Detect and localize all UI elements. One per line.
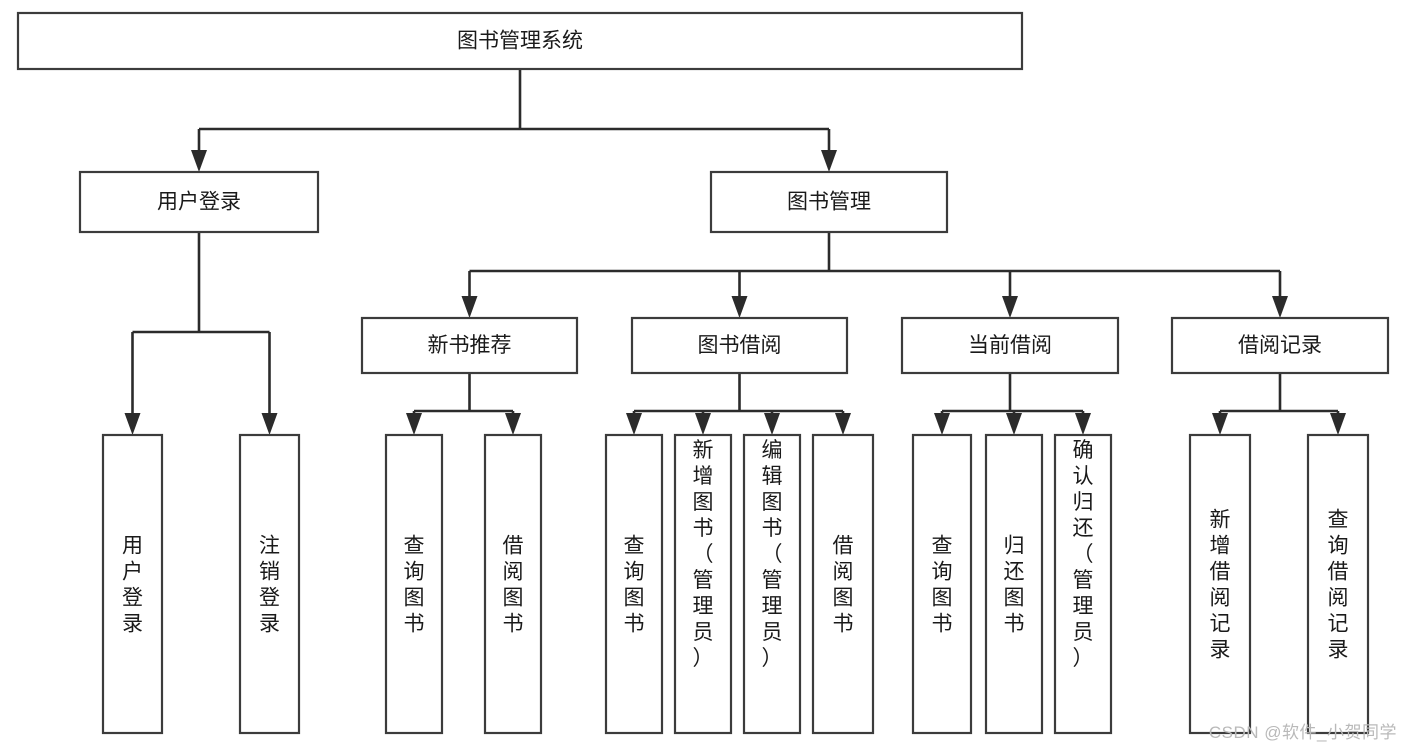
- csdn-watermark: CSDN @软件_小贺同学: [1208, 723, 1397, 742]
- node-level3-0-label: 新书推荐: [428, 334, 512, 357]
- branch-current-arrow-icon-0: [934, 413, 950, 435]
- node-leaf-1-label: 注销登录: [259, 534, 280, 635]
- node-leaf-4-label: 查询图书: [624, 534, 645, 635]
- branch-new-book-arrow-icon-0: [406, 413, 422, 435]
- node-leaf-6[interactable]: 编辑图书（管理员）: [742, 433, 802, 735]
- node-leaf-1[interactable]: 注销登录: [238, 433, 301, 735]
- node-leaf-12-box[interactable]: [1306, 433, 1370, 735]
- branch-root-arrow-icon-1: [821, 150, 837, 172]
- node-level3-1[interactable]: 图书借阅: [630, 316, 849, 375]
- node-leaf-12-label: 查询借阅记录: [1328, 508, 1349, 661]
- node-leaf-10-box[interactable]: [1053, 433, 1113, 735]
- node-leaf-5-label: 新增图书（管理员）: [693, 439, 714, 670]
- branch-borrow-arrow-icon-2: [764, 413, 780, 435]
- node-level2-0[interactable]: 用户登录: [78, 170, 320, 234]
- node-leaf-12[interactable]: 查询借阅记录: [1306, 433, 1370, 735]
- node-leaf-5-box[interactable]: [673, 433, 733, 735]
- branch-new-book-arrow-icon-1: [505, 413, 521, 435]
- node-leaf-7-label: 借阅图书: [833, 534, 854, 635]
- node-leaf-6-label: 编辑图书（管理员）: [762, 439, 783, 670]
- node-leaf-7[interactable]: 借阅图书: [811, 433, 875, 735]
- node-leaf-11-label: 新增借阅记录: [1210, 508, 1231, 661]
- node-leaf-4[interactable]: 查询图书: [604, 433, 664, 735]
- branch-book-mgmt-arrow-icon-0: [461, 296, 478, 318]
- branch-current-arrow-icon-2: [1075, 413, 1091, 435]
- branch-borrow-arrow-icon-1: [695, 413, 711, 435]
- node-leaf-9-label: 归还图书: [1004, 534, 1025, 635]
- branch-user-login-arrow-icon-1: [261, 413, 278, 435]
- branch-record-arrow-icon-0: [1212, 413, 1228, 435]
- branch-borrow-arrow-icon-3: [835, 413, 851, 435]
- nodes-layer: 图书管理系统用户登录图书管理新书推荐图书借阅当前借阅借阅记录用户登录注销登录查询…: [16, 11, 1390, 735]
- branch-root-arrow-icon-0: [191, 150, 207, 172]
- node-leaf-10[interactable]: 确认归还（管理员）: [1053, 433, 1113, 735]
- node-leaf-0-label: 用户登录: [122, 534, 143, 635]
- node-level2-1-label: 图书管理: [787, 191, 871, 214]
- node-level3-2[interactable]: 当前借阅: [900, 316, 1120, 375]
- node-leaf-2-box[interactable]: [384, 433, 444, 735]
- node-root[interactable]: 图书管理系统: [16, 11, 1024, 71]
- node-leaf-3-box[interactable]: [483, 433, 543, 735]
- node-level2-0-label: 用户登录: [157, 191, 241, 214]
- node-leaf-7-box[interactable]: [811, 433, 875, 735]
- node-leaf-2[interactable]: 查询图书: [384, 433, 444, 735]
- node-level3-3[interactable]: 借阅记录: [1170, 316, 1390, 375]
- node-level3-0[interactable]: 新书推荐: [360, 316, 579, 375]
- node-leaf-1-box[interactable]: [238, 433, 301, 735]
- node-level3-3-box[interactable]: [1170, 316, 1390, 375]
- node-level3-3-label: 借阅记录: [1238, 334, 1322, 357]
- node-leaf-0-box[interactable]: [101, 433, 164, 735]
- connectors-layer: [124, 69, 1346, 435]
- node-leaf-11[interactable]: 新增借阅记录: [1188, 433, 1252, 735]
- branch-book-mgmt-arrow-icon-2: [1002, 296, 1018, 318]
- node-leaf-11-box[interactable]: [1188, 433, 1252, 735]
- node-level3-2-label: 当前借阅: [968, 334, 1052, 357]
- branch-current-arrow-icon-1: [1006, 413, 1022, 435]
- node-level2-1-box[interactable]: [709, 170, 949, 234]
- node-leaf-9[interactable]: 归还图书: [984, 433, 1044, 735]
- node-leaf-6-box[interactable]: [742, 433, 802, 735]
- branch-borrow-arrow-icon-0: [626, 413, 642, 435]
- branch-book-mgmt-arrow-icon-3: [1272, 296, 1288, 318]
- node-leaf-8-label: 查询图书: [932, 534, 953, 635]
- node-level3-0-box[interactable]: [360, 316, 579, 375]
- node-leaf-3[interactable]: 借阅图书: [483, 433, 543, 735]
- node-leaf-4-box[interactable]: [604, 433, 664, 735]
- node-leaf-10-label: 确认归还（管理员）: [1073, 439, 1094, 670]
- branch-user-login-arrow-icon-0: [124, 413, 141, 435]
- node-level2-1[interactable]: 图书管理: [709, 170, 949, 234]
- node-leaf-3-label: 借阅图书: [503, 534, 524, 635]
- node-leaf-9-box[interactable]: [984, 433, 1044, 735]
- node-leaf-0[interactable]: 用户登录: [101, 433, 164, 735]
- node-level3-2-box[interactable]: [900, 316, 1120, 375]
- node-level3-1-label: 图书借阅: [698, 334, 782, 357]
- branch-book-mgmt-arrow-icon-1: [731, 296, 748, 318]
- node-leaf-8[interactable]: 查询图书: [911, 433, 973, 735]
- node-root-label: 图书管理系统: [457, 30, 583, 53]
- node-level3-1-box[interactable]: [630, 316, 849, 375]
- node-leaf-5[interactable]: 新增图书（管理员）: [673, 433, 733, 735]
- node-leaf-8-box[interactable]: [911, 433, 973, 735]
- node-root-box[interactable]: [16, 11, 1024, 71]
- node-level2-0-box[interactable]: [78, 170, 320, 234]
- branch-record-arrow-icon-1: [1330, 413, 1346, 435]
- node-leaf-2-label: 查询图书: [404, 534, 425, 635]
